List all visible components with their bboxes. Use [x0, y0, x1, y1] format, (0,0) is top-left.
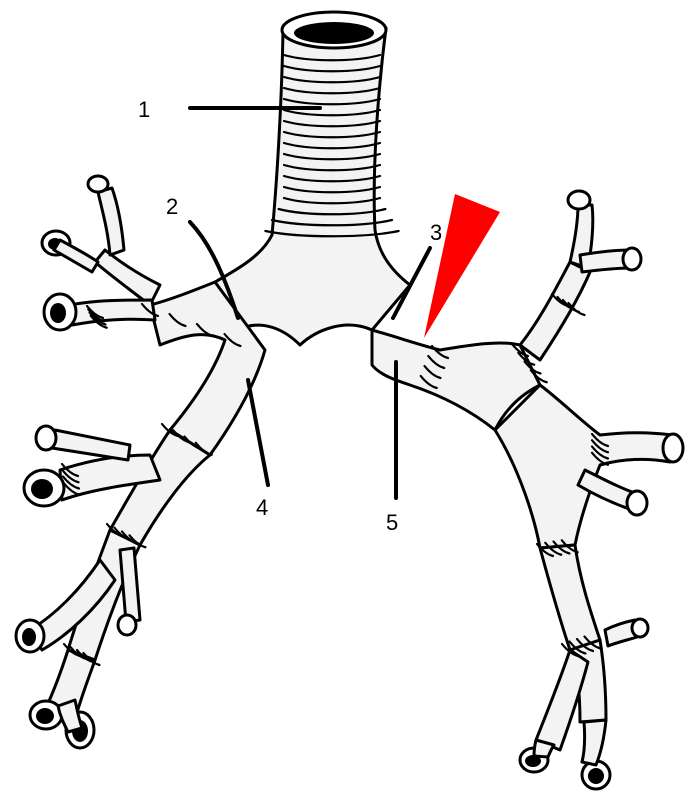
left-lower-branches	[16, 426, 210, 748]
red-pointer-triangle	[424, 194, 500, 338]
label-5: 5	[386, 510, 398, 535]
right-lower-branches	[495, 385, 683, 789]
right-upper-branches	[520, 191, 641, 360]
trachea	[215, 12, 410, 345]
label-4: 4	[256, 495, 268, 520]
left-upper-branches	[42, 176, 160, 330]
label-2: 2	[166, 194, 178, 219]
leader-line-4	[248, 380, 268, 485]
label-1: 1	[138, 97, 150, 122]
label-3: 3	[430, 220, 442, 245]
